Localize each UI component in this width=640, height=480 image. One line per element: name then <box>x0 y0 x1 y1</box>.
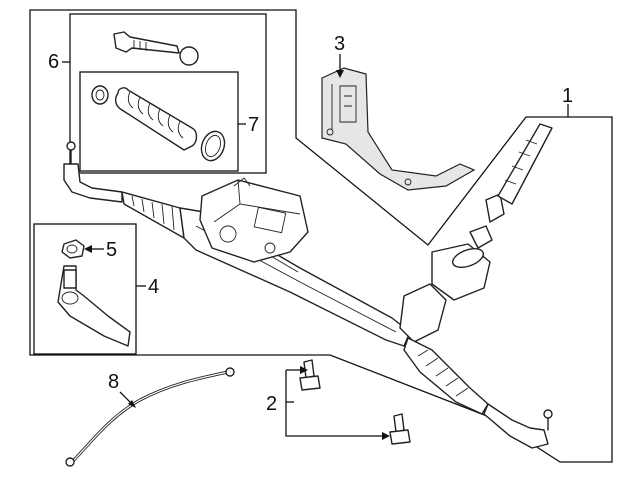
lock-nut-part <box>61 239 85 259</box>
steering-gear-assembly <box>63 123 553 449</box>
callout-4: 4 <box>148 276 159 298</box>
callout-3: 3 <box>334 33 345 55</box>
outer-tie-rod-end-part <box>57 265 131 347</box>
heat-shield-part <box>321 67 476 191</box>
bolt-upper-part <box>299 359 321 391</box>
bolt-lower-part <box>389 413 411 445</box>
callout-2: 2 <box>266 393 277 415</box>
inner-tie-rod-part <box>113 31 199 66</box>
callout-7: 7 <box>248 114 259 136</box>
callout-6: 6 <box>48 51 59 73</box>
cable-part <box>65 367 235 467</box>
boot-kit-part <box>91 85 226 162</box>
main-outline <box>29 9 613 463</box>
boot-kit-box <box>79 71 239 172</box>
outer-tie-rod-box <box>33 223 137 355</box>
leader-lines <box>62 54 569 440</box>
callout-1: 1 <box>562 85 573 107</box>
callout-5: 5 <box>106 239 117 261</box>
tie-rod-box <box>69 13 267 174</box>
callout-8: 8 <box>108 371 119 393</box>
